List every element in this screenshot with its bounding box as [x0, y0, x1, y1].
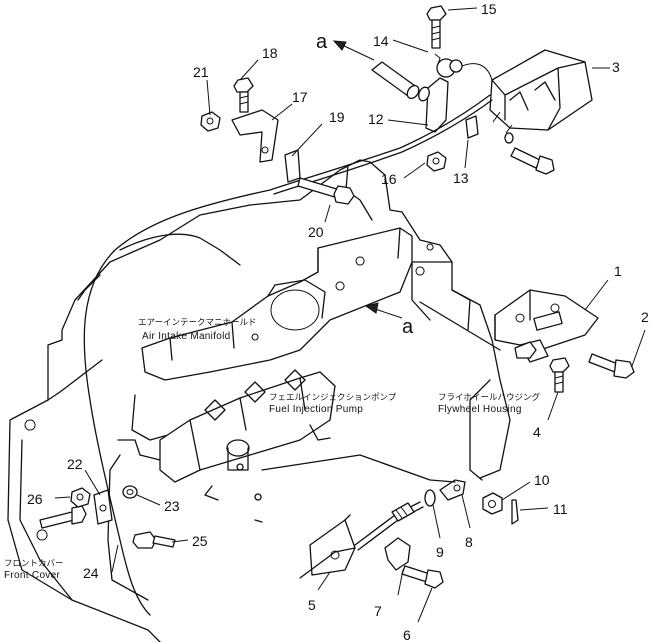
part-7-clip: [384, 537, 411, 571]
small-brackets: [93, 77, 479, 525]
label-fuel-pump-jp: フェエルインジェクションポンプ: [269, 393, 397, 403]
washer-9: [424, 489, 436, 507]
washer-23: [122, 485, 138, 499]
pin-11: [511, 499, 519, 525]
callout-13: 13: [453, 170, 469, 186]
part-1-bracket: [494, 289, 599, 363]
label-front-cover-en: Front Cover: [4, 570, 60, 581]
bolt-26-side: [39, 505, 87, 529]
callout-numbers: 1 2 3 4 5 6 7 8 9 10 11 12 13 14 15 16 1…: [27, 1, 649, 642]
air-intake-manifold: [141, 227, 413, 381]
callout-12: 12: [368, 111, 384, 127]
bolt-20: [297, 177, 355, 205]
callout-7: 7: [374, 603, 382, 619]
bolt-bracket-1: [514, 341, 537, 359]
callout-6: 6: [403, 627, 411, 642]
view-arrows: [332, 40, 403, 319]
callout-18: 18: [262, 45, 278, 61]
nut-10: [482, 492, 503, 515]
callout-16: 16: [381, 171, 397, 187]
callout-15: 15: [481, 1, 497, 17]
part-14-pin: [371, 61, 420, 100]
bolt-6: [401, 565, 444, 589]
part-17-bracket: [231, 109, 279, 163]
bolt-15: [426, 5, 447, 49]
nut-21: [200, 111, 221, 132]
bolt-4: [549, 357, 570, 393]
callout-3: 3: [612, 59, 620, 75]
leader-lines: [54, 7, 646, 623]
callout-1: 1: [614, 263, 622, 279]
bolt-housing: [510, 147, 555, 175]
sensor-connector: [434, 53, 493, 81]
label-front-cover-jp: フロントカバー: [4, 559, 64, 569]
nuts-and-washers: [70, 86, 519, 525]
bolt-18: [233, 77, 254, 113]
label-air-intake-en: Air Intake Manifold: [142, 331, 231, 342]
callout-10: 10: [534, 472, 550, 488]
washer-12: [418, 86, 430, 102]
fuel-injection-pump: [117, 369, 336, 501]
view-marker-top: a: [316, 31, 328, 53]
callout-20: 20: [308, 224, 324, 240]
label-flywheel-jp: フライホイールハウジング: [438, 392, 541, 403]
part-13-plate: [465, 115, 479, 139]
part-12-plate: [425, 77, 449, 133]
callout-11: 11: [553, 501, 568, 517]
part-22-bracket: [93, 489, 113, 525]
callout-9: 9: [436, 544, 444, 560]
callout-23: 23: [164, 498, 180, 514]
callout-8: 8: [465, 534, 473, 550]
callout-24: 24: [83, 565, 99, 581]
label-flywheel-en: Flywheel Housing: [438, 404, 522, 415]
callout-26: 26: [27, 491, 43, 507]
callout-5: 5: [308, 597, 316, 613]
callout-2: 2: [641, 309, 649, 325]
component-labels: エアーインテークマニホールド Air Intake Manifold フェエルイ…: [4, 318, 541, 581]
callout-19: 19: [329, 109, 345, 125]
callout-25: 25: [192, 533, 208, 549]
callout-14: 14: [373, 33, 389, 49]
nut-16: [426, 151, 447, 172]
nut-26: [70, 487, 91, 508]
callout-21: 21: [193, 64, 209, 80]
callout-22: 22: [67, 456, 83, 472]
view-marker-mid: a: [402, 316, 414, 338]
washer-13: [504, 132, 514, 144]
part-3-housing: [489, 49, 593, 134]
label-air-intake-jp: エアーインテークマニホールド: [138, 318, 257, 328]
bolts: [39, 5, 635, 589]
bolt-25: [132, 531, 176, 549]
bolt-2: [588, 353, 635, 379]
callout-4: 4: [533, 424, 541, 440]
callout-17: 17: [292, 89, 308, 105]
label-fuel-pump-en: Fuel Injection Pump: [269, 404, 363, 415]
